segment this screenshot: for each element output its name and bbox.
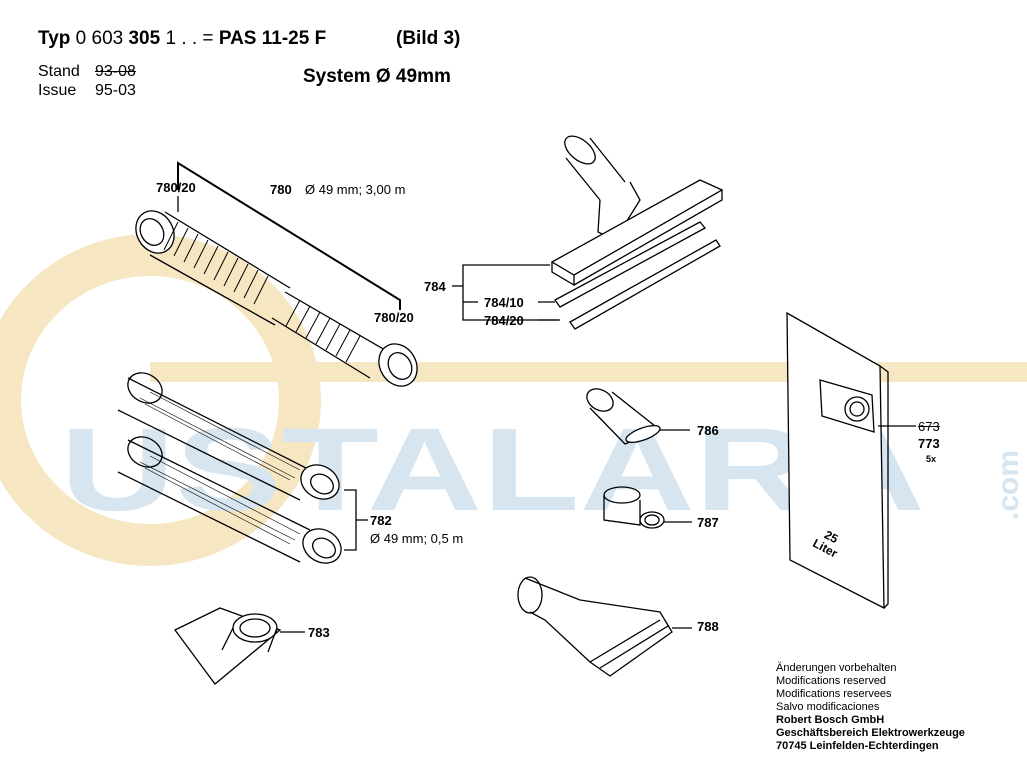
label-780-20-top: 780/20	[156, 180, 196, 195]
label-788: 788	[697, 619, 719, 634]
label-783: 783	[308, 625, 330, 640]
bild-label: (Bild 3)	[396, 28, 461, 49]
footer-division: Geschäftsbereich Elektrowerkzeuge	[776, 727, 965, 739]
typ-suffix: 1 . . =	[165, 28, 214, 49]
issue-label: Issue	[38, 82, 77, 99]
footer-line-1: Änderungen vorbehalten	[776, 662, 897, 674]
filter-bag-773	[786, 311, 916, 610]
leader-780	[177, 161, 401, 310]
label-786: 786	[697, 423, 719, 438]
tube-782-lower	[117, 436, 342, 564]
leader-782	[344, 489, 357, 551]
desc-782: Ø 49 mm; 0,5 m	[370, 531, 464, 546]
nozzle-786	[586, 388, 690, 445]
footer-company: Robert Bosch GmbH	[776, 714, 885, 726]
label-773-qty: 5x	[926, 454, 937, 464]
footer-line-3: Modifications reservees	[776, 688, 892, 700]
label-784-20: 784/20	[484, 313, 524, 328]
desc-780: Ø 49 mm; 3,00 m	[305, 182, 406, 197]
adapter-787	[603, 486, 692, 529]
hose-780	[135, 210, 418, 387]
label-782: 782	[370, 513, 392, 528]
stand-value: 93-08	[95, 63, 136, 80]
watermark-suffix: .com	[992, 450, 1025, 520]
typ-label: Typ	[38, 28, 71, 49]
label-780-20-bottom: 780/20	[374, 310, 414, 325]
system-label: System Ø 49mm	[303, 66, 451, 87]
issue-value: 95-03	[95, 82, 136, 99]
nozzle-788	[517, 576, 692, 677]
footer-block: Änderungen vorbehalten Modifications res…	[776, 662, 965, 753]
label-787: 787	[697, 515, 719, 530]
nozzle-783	[174, 607, 305, 685]
page-header: Typ 0 603 305 1 . . = PAS 11-25 F	[38, 28, 326, 50]
label-673: 673	[918, 419, 940, 434]
label-780: 780	[270, 182, 292, 197]
stand-label: Stand	[38, 63, 80, 80]
label-773: 773	[918, 436, 940, 451]
leader-784	[462, 264, 558, 321]
label-784-10: 784/10	[484, 295, 524, 310]
typ-number-bold: 305	[128, 28, 161, 49]
footer-line-2: Modifications reserved	[776, 675, 887, 687]
floor-nozzle-784	[550, 135, 724, 330]
footer-line-4: Salvo modificaciones	[776, 701, 880, 713]
typ-number-plain: 0 603	[75, 28, 124, 49]
model-name: PAS 11-25 F	[218, 28, 327, 49]
label-784: 784	[424, 279, 446, 294]
tube-782-upper	[117, 372, 340, 501]
footer-address: 70745 Leinfelden-Echterdingen	[776, 740, 939, 752]
